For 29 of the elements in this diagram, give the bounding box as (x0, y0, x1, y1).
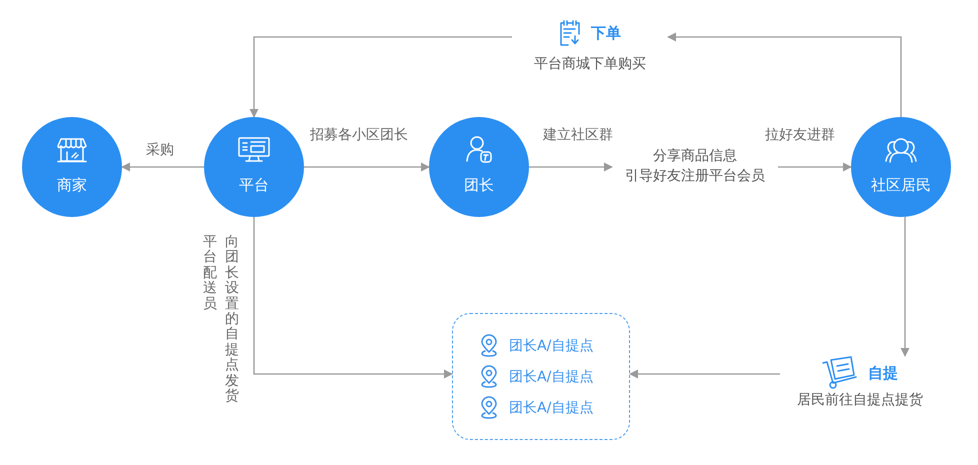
arrow (304, 162, 430, 172)
arrow (778, 162, 852, 172)
arrow (250, 36, 512, 118)
edge-label: 采购 (146, 141, 174, 159)
step-title: 自提 (868, 363, 898, 384)
arrow (900, 217, 910, 357)
pickup-point-group (452, 313, 630, 440)
pickup-point-label: 团长A/自提点 (509, 399, 594, 418)
vertical-note: 平台配送员 (203, 235, 217, 312)
arrow (667, 32, 902, 117)
vertical-note: 向团长设置的自提点发货 (225, 235, 239, 404)
step-text: 居民前往自提点提货 (796, 391, 924, 410)
node-label: 商家 (56, 175, 88, 195)
edge-label: 拉好友进群 (765, 126, 835, 144)
pickup-point-label: 团长A/自提点 (509, 368, 594, 387)
arrow (629, 370, 780, 378)
step-text: 平台商城下单购买 (533, 55, 647, 74)
arrow (529, 162, 613, 172)
step-title: 下单 (591, 23, 621, 44)
edge-label: 建立社区群 (543, 126, 613, 144)
node-label: 团长 (463, 175, 495, 195)
step-text: 引导好友注册平台会员 (624, 167, 766, 186)
node-label: 平台 (238, 175, 270, 195)
step-text: 分享商品信息 (652, 147, 738, 166)
edge-label: 招募各小区团长 (310, 126, 408, 144)
arrow (253, 217, 453, 378)
pickup-point-label: 团长A/自提点 (509, 337, 594, 356)
node-label: 社区居民 (870, 175, 932, 195)
arrow (121, 162, 204, 172)
